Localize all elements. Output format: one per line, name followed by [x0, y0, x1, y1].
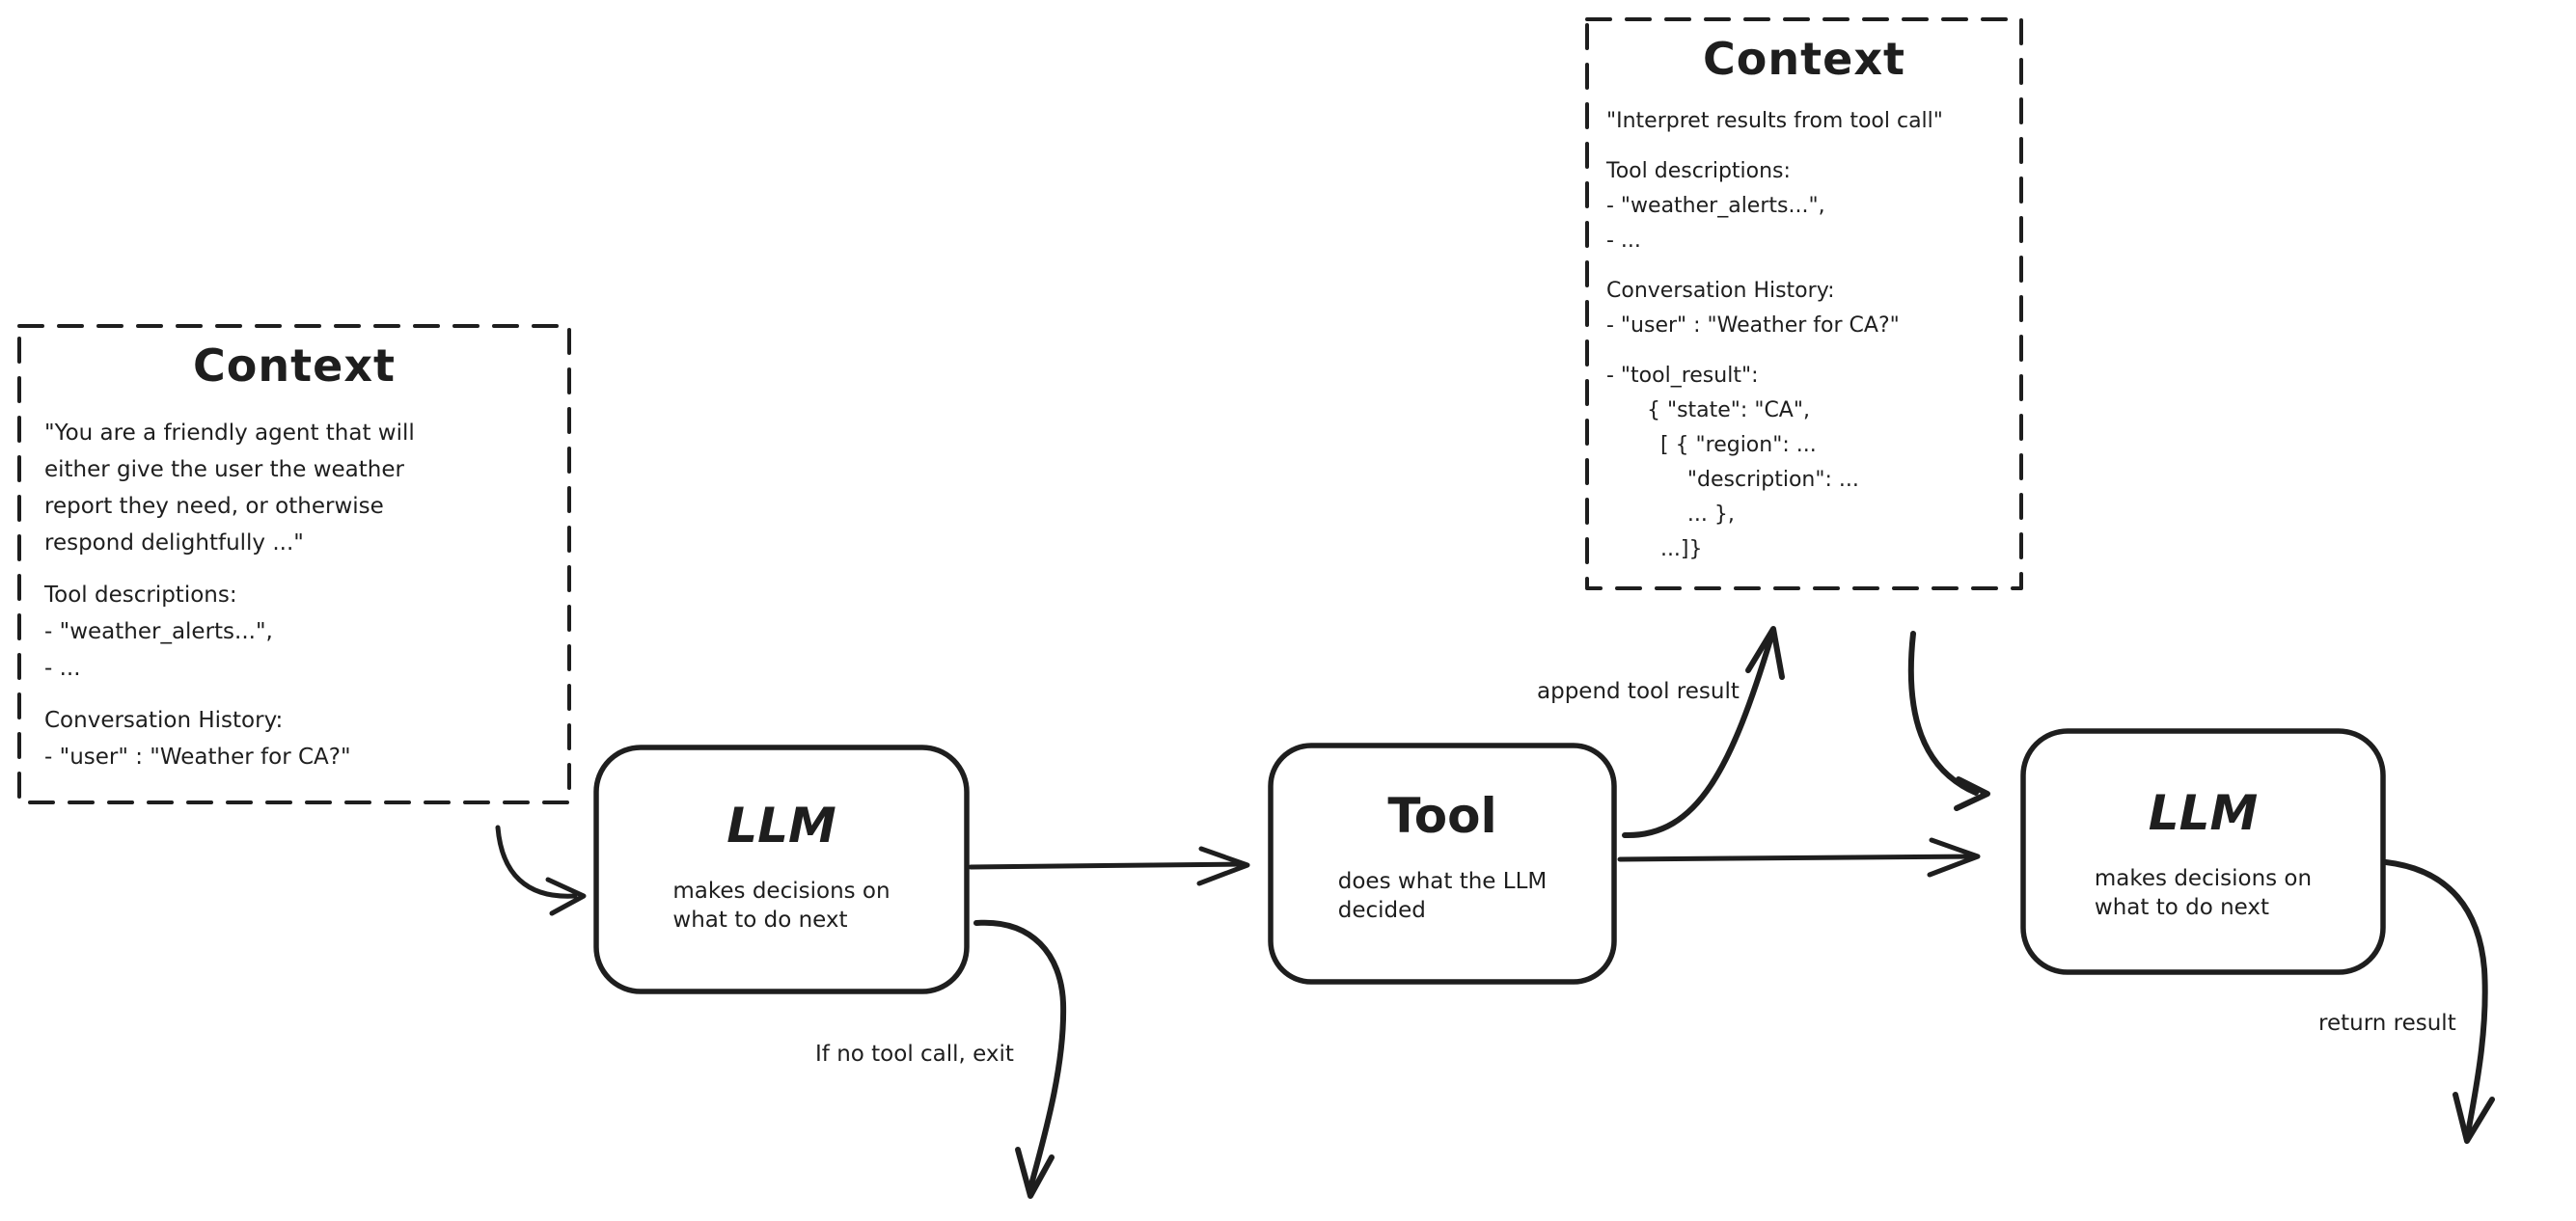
context-right-node: Context "Interpret results from tool cal…: [1587, 19, 2021, 588]
context-right-title: Context: [1703, 33, 1905, 85]
llm2-node: LLM makes decisions on what to do next: [2023, 731, 2383, 972]
arrow-llm2-return: [2383, 859, 2495, 1144]
context-left-title: Context: [193, 339, 396, 392]
llm2-box-border: [2020, 728, 2386, 975]
tool-box-border: [1268, 743, 1617, 985]
llm1-title: LLM: [726, 798, 836, 854]
if-no-tool-call-exit-label: If no tool call, exit: [815, 1042, 1014, 1067]
tool-descriptions-text: Tool descriptions: - "weather_alerts..."…: [44, 583, 273, 681]
llm1-box-border: [593, 745, 970, 994]
tool-result-json-text: - "tool_result": { "state": "CA", [ { "r…: [1606, 364, 1859, 561]
context-left-body: "You are a friendly agent that will eith…: [19, 415, 569, 775]
tool-node: Tool does what the LLM decided: [1271, 746, 1614, 982]
context-right-body: "Interpret results from tool call" Tool …: [1587, 104, 2021, 567]
arrow-context-left-to-llm1: [495, 825, 587, 916]
arrow-llm1-to-tool: [968, 846, 1250, 886]
llm1-node: LLM makes decisions on what to do next: [596, 747, 967, 991]
append-tool-result-label: append tool result: [1537, 679, 1740, 704]
tool-subtitle: does what the LLM decided: [1337, 869, 1548, 923]
conversation-history-text: Conversation History: - "user" : "Weathe…: [44, 708, 351, 770]
tool-descriptions-text: Tool descriptions: - "weather_alerts..."…: [1606, 159, 1825, 253]
llm1-subtitle: makes decisions on what to do next: [672, 879, 891, 933]
conversation-history-text: Conversation History: - "user" : "Weathe…: [1606, 279, 1900, 338]
tool-title: Tool: [1387, 788, 1497, 844]
context-left-box-border: [17, 324, 571, 804]
arrow-context-right-to-llm2: [1907, 631, 1990, 811]
system-prompt-text: "You are a friendly agent that will eith…: [44, 421, 415, 556]
context-left-node: Context "You are a friendly agent that w…: [19, 326, 569, 802]
llm2-title: LLM: [2148, 785, 2259, 841]
arrow-tool-to-context-right: [1622, 626, 1785, 839]
context-right-box-border: [1585, 17, 2023, 590]
arrow-llm1-exit: [973, 919, 1067, 1199]
arrow-tool-to-llm2: [1617, 837, 1981, 878]
llm2-subtitle: makes decisions on what to do next: [2094, 866, 2313, 920]
interpret-results-text: "Interpret results from tool call": [1606, 109, 1943, 133]
return-result-label: return result: [2318, 1011, 2456, 1036]
